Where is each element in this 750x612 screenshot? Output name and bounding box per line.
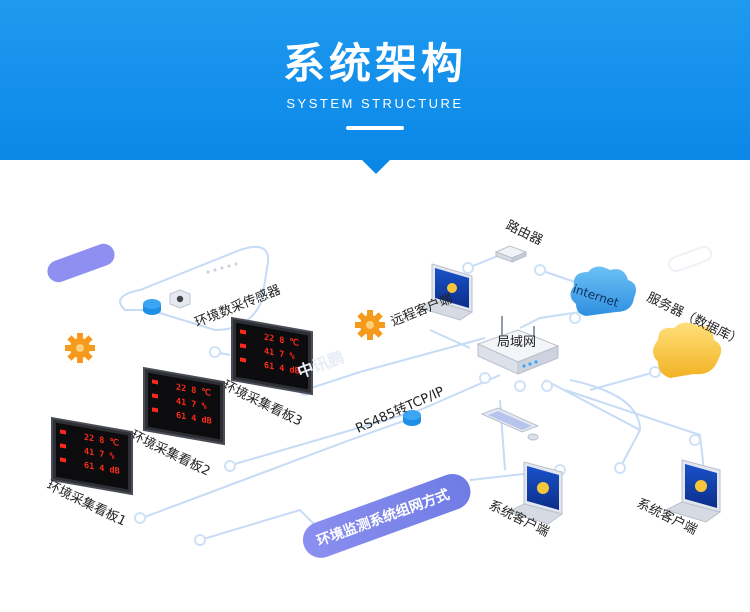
keyboard-icon bbox=[480, 407, 540, 433]
remote-client-laptop bbox=[418, 263, 474, 321]
page-subtitle: SYSTEM STRUCTURE bbox=[286, 96, 464, 111]
page-title: 系统架构 bbox=[282, 39, 467, 88]
display-board-3: 22 8 ℃ 41 7 % 61 4 dB bbox=[231, 316, 313, 396]
gear-icon bbox=[65, 333, 95, 363]
decorative-pill-outline bbox=[667, 245, 713, 273]
display-board-2: 22 8 ℃ 41 7 % 61 4 dB bbox=[143, 366, 225, 446]
converter-device bbox=[403, 410, 421, 426]
router-device bbox=[494, 245, 528, 263]
system-client-a-laptop bbox=[506, 461, 564, 525]
title-underline bbox=[346, 126, 404, 130]
system-client-b-laptop bbox=[664, 459, 722, 523]
gear-icon bbox=[355, 310, 385, 340]
header-banner: 系统架构 SYSTEM STRUCTURE bbox=[0, 0, 750, 160]
sensor-device bbox=[143, 262, 238, 315]
internet-cloud-icon: internet bbox=[570, 266, 636, 316]
decorative-pill bbox=[47, 243, 115, 283]
converter-label: RS485转TCP/IP bbox=[354, 384, 447, 437]
mouse-icon bbox=[527, 433, 539, 441]
display-board-1: 22 8 ℃ 41 7 % 61 4 dB bbox=[51, 416, 133, 496]
lan-router-device bbox=[476, 316, 560, 375]
header-notch bbox=[360, 158, 392, 174]
connection-lines bbox=[119, 246, 706, 541]
server-cloud-icon bbox=[653, 322, 722, 378]
router-label: 路由器 bbox=[503, 217, 545, 248]
lan-label: 局域网 bbox=[497, 335, 536, 350]
network-mode-banner: 环境监测系统组网方式 bbox=[302, 473, 471, 558]
